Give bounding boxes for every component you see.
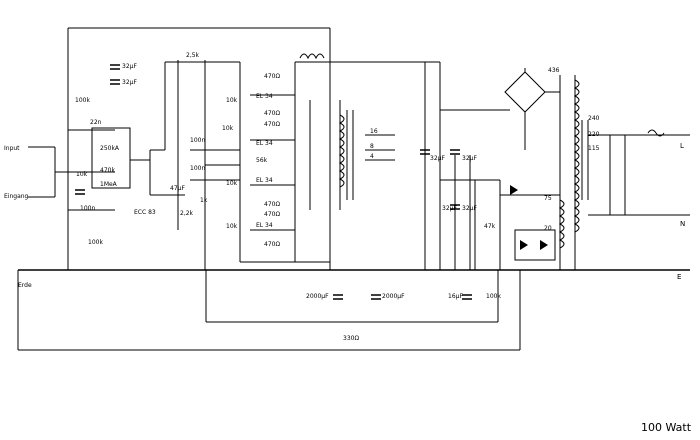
label-r10k-a: 10k: [226, 97, 238, 104]
label-r470c: 470Ω: [264, 121, 280, 128]
label-c100n-b: 100n: [190, 165, 205, 172]
label-pot3: 1MeA: [100, 181, 118, 188]
label-input: Input: [4, 145, 20, 152]
label-c32-low: 32µF: [442, 205, 457, 212]
label-r56k: 56k: [256, 157, 268, 164]
label-erde: Erde: [18, 282, 32, 289]
rectifier-bridge: [504, 71, 546, 113]
heater-coil: [558, 199, 565, 249]
label-tap220: 220: [588, 131, 600, 138]
fuse-symbol: [647, 129, 665, 137]
label-r470f: 470Ω: [264, 241, 280, 248]
label-tap75: 75: [544, 195, 552, 202]
label-c16uf: 16µF: [448, 293, 463, 300]
label-term-n: N: [680, 220, 685, 228]
label-tap20: 20: [544, 225, 552, 232]
label-ohm16: 16: [370, 128, 378, 135]
label-tube3: EL 34: [256, 177, 273, 184]
label-c2000: 2000µF: [306, 293, 329, 300]
label-r100k-r: 100k: [486, 293, 501, 300]
secondary-bridge: [514, 229, 556, 261]
label-ohm8: 8: [370, 143, 374, 150]
label-tube4: EL 34: [256, 222, 273, 229]
label-r470b: 470Ω: [264, 110, 280, 117]
label-r330: 330Ω: [343, 335, 359, 342]
label-r2: 10k: [76, 171, 88, 178]
choke-coil: [299, 53, 325, 60]
schematic-caption: 100 Watt: [641, 421, 692, 434]
output-transformer-coil: [338, 114, 345, 188]
label-r470a: 470Ω: [264, 73, 280, 80]
label-pot1: 250kA: [100, 145, 120, 152]
label-tap115: 115: [588, 145, 600, 152]
label-r10k-c: 10k: [226, 180, 238, 187]
label-c2000b: 2000µF: [382, 293, 405, 300]
label-c47: 47µF: [170, 185, 185, 192]
capacitors: [75, 64, 472, 300]
label-c32b: 32µF: [122, 79, 137, 86]
label-r47k: 47k: [484, 223, 496, 230]
label-c32-mid2: 32µF: [462, 155, 477, 162]
component-labels: Input Eingang Erde 22n 100k 10k 100n 100…: [4, 52, 685, 342]
label-eingang: Eingang: [4, 193, 29, 200]
label-ecc83: ECC 83: [134, 209, 156, 216]
label-r-top: 2,5k: [186, 52, 200, 59]
label-term-e: E: [677, 273, 681, 281]
label-c-lo: 100n: [80, 205, 95, 212]
label-pot2: 470k: [100, 167, 115, 174]
label-term-l: L: [680, 142, 684, 150]
label-r22k: 2,2k: [180, 210, 194, 217]
power-transformer-coil: [573, 79, 580, 233]
label-r-lo: 100k: [88, 239, 103, 246]
label-c32-low2: 32µF: [462, 205, 477, 212]
label-r470d: 470Ω: [264, 201, 280, 208]
label-r470e: 470Ω: [264, 211, 280, 218]
label-tap240: 240: [588, 115, 600, 122]
label-c100n-a: 100n: [190, 137, 205, 144]
label-c32a: 32µF: [122, 63, 137, 70]
label-tube1: EL 34: [256, 93, 273, 100]
label-c1: 22n: [90, 119, 102, 126]
diodes: [510, 185, 548, 250]
label-tube2: EL 34: [256, 140, 273, 147]
label-r10k-b: 10k: [222, 125, 234, 132]
label-ohm4: 4: [370, 153, 374, 160]
label-tap436: 436: [548, 67, 560, 74]
label-r10k-d: 10k: [226, 223, 238, 230]
coils: [299, 53, 665, 249]
schematic-wiring: [17, 27, 690, 351]
label-r1: 100k: [75, 97, 90, 104]
label-c32-mid: 32µF: [430, 155, 445, 162]
label-r1k: 1k: [200, 197, 208, 204]
